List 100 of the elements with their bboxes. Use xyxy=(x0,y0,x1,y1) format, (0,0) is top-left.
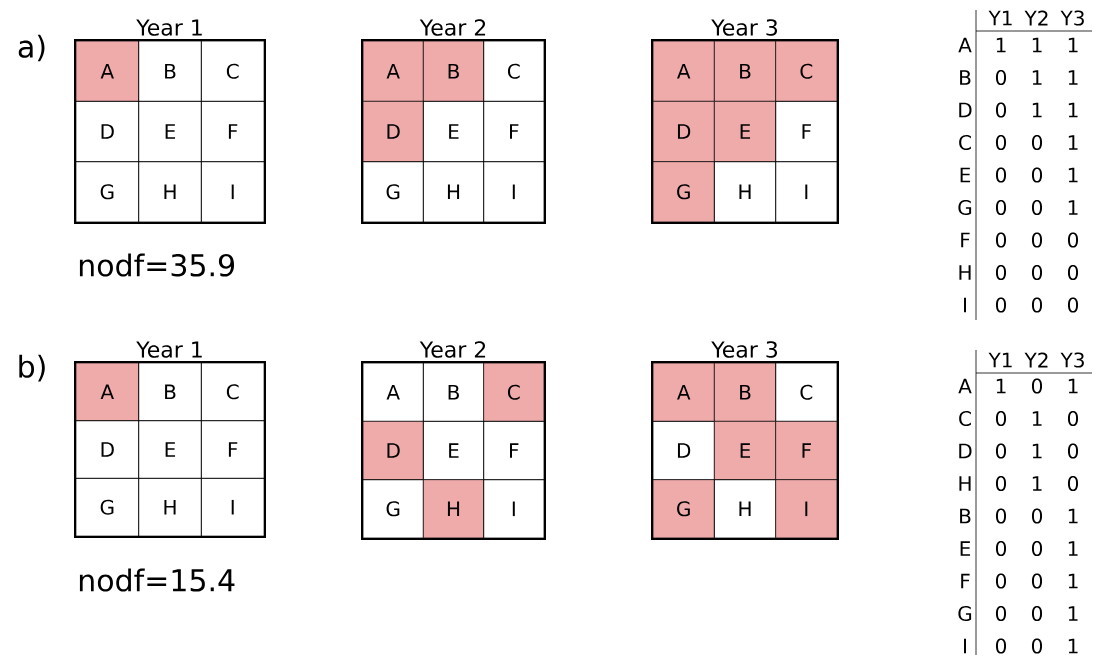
row-header: E xyxy=(960,541,971,556)
row-header: G xyxy=(958,199,972,216)
table-value: 0 xyxy=(995,167,1007,183)
table-value: 1 xyxy=(1068,135,1078,150)
table-value: 0 xyxy=(995,232,1007,248)
table-value: 1 xyxy=(1032,37,1042,53)
grid-cell: I xyxy=(483,161,545,223)
nestedness-score: nodf=15.4 xyxy=(79,568,235,592)
table-value: 0 xyxy=(1031,508,1043,524)
table-value: 0 xyxy=(995,102,1007,118)
table-value: 1 xyxy=(1068,638,1078,654)
grid-cell: F xyxy=(775,421,838,480)
row-header: G xyxy=(958,605,972,622)
column-header: Y3 xyxy=(1060,352,1084,368)
table-value: 0 xyxy=(1031,638,1043,654)
grid-title: Year 3 xyxy=(711,19,778,36)
table-value: 1 xyxy=(1032,102,1042,118)
table-value: 1 xyxy=(1068,37,1078,53)
grid-box xyxy=(74,39,266,224)
grid-cell: H xyxy=(138,478,202,537)
grid-title: Year 3 xyxy=(711,341,778,358)
table-value: 0 xyxy=(995,638,1007,654)
grid-cell: E xyxy=(138,101,202,162)
column-header: Y3 xyxy=(1060,10,1084,26)
table-value: 0 xyxy=(1031,378,1043,394)
table-value: 0 xyxy=(995,410,1007,427)
table-value: 1 xyxy=(1068,573,1078,589)
grid-box xyxy=(651,39,839,224)
table-value: 1 xyxy=(1068,508,1078,524)
table-value: 0 xyxy=(1067,443,1079,459)
table-value: 1 xyxy=(1068,167,1078,183)
table-value: 0 xyxy=(1067,475,1079,492)
row-header: H xyxy=(959,476,971,491)
panel-label: a) xyxy=(18,34,45,62)
table-value: 1 xyxy=(996,37,1006,53)
grid-cell: H xyxy=(423,161,484,223)
table-value: 0 xyxy=(1031,297,1043,313)
table-value: 0 xyxy=(995,443,1007,459)
table-value: 1 xyxy=(1032,443,1042,459)
table-value: 1 xyxy=(1032,476,1042,491)
table-value: 0 xyxy=(1031,573,1043,589)
grid-cell: I xyxy=(201,478,265,537)
table-value: 1 xyxy=(1068,102,1078,118)
row-header: B xyxy=(960,508,971,524)
column-header: Y2 xyxy=(1024,352,1048,368)
grid-cell: G xyxy=(652,161,715,223)
grid-cell: D xyxy=(75,420,139,479)
grid-cell: E xyxy=(714,421,776,480)
grid-cell: D xyxy=(652,101,715,162)
grid-cell: A xyxy=(362,40,424,102)
table-value: 0 xyxy=(1067,410,1079,427)
table-value: 0 xyxy=(995,297,1007,313)
grid-cell: D xyxy=(362,101,424,162)
grid-cell: C xyxy=(201,362,265,421)
grid-cell: I xyxy=(775,479,838,539)
row-header: A xyxy=(958,378,972,394)
grid-title: Year 1 xyxy=(136,341,202,358)
row-header: D xyxy=(959,443,972,459)
grid-title: Year 1 xyxy=(136,19,202,36)
grid-cell: A xyxy=(652,40,715,102)
table-value: 0 xyxy=(1067,264,1079,281)
table-value: 0 xyxy=(995,69,1007,86)
grid-cell: H xyxy=(714,161,776,223)
grid-cell: A xyxy=(75,362,139,421)
grid-cell: B xyxy=(138,40,202,102)
row-header: C xyxy=(959,134,971,151)
grid-cell: H xyxy=(138,161,202,223)
table-value: 1 xyxy=(1068,378,1078,394)
row-header: B xyxy=(960,70,971,85)
grid-cell: H xyxy=(423,479,484,539)
grid-cell: G xyxy=(652,479,715,539)
grid-cell: G xyxy=(75,161,139,223)
table-value: 0 xyxy=(1031,232,1043,248)
grid-cell: C xyxy=(775,40,838,102)
table-value: 0 xyxy=(1031,167,1043,183)
table-value: 0 xyxy=(995,540,1007,557)
row-header: C xyxy=(959,410,971,427)
table-value: 0 xyxy=(995,573,1007,589)
row-header: I xyxy=(964,638,966,654)
table-value: 0 xyxy=(1031,605,1043,622)
grid-box xyxy=(361,39,546,224)
grid-cell: A xyxy=(75,40,139,102)
grid-cell: E xyxy=(714,101,776,162)
table-value: 1 xyxy=(1032,70,1042,85)
row-header: A xyxy=(958,37,972,53)
table-value: 0 xyxy=(1031,199,1043,216)
table-value: 1 xyxy=(1032,411,1042,426)
grid-cell: C xyxy=(483,362,545,422)
grid-cell: A xyxy=(652,362,715,422)
grid-cell: C xyxy=(201,40,265,102)
table-value: 0 xyxy=(995,134,1007,151)
grid-cell: F xyxy=(775,101,838,162)
grid-cell: I xyxy=(201,161,265,223)
grid-cell: C xyxy=(483,40,545,102)
grid-cell: I xyxy=(775,161,838,223)
grid-cell: F xyxy=(201,101,265,162)
row-header: E xyxy=(960,167,971,183)
table-value: 0 xyxy=(1067,297,1079,313)
grid-title: Year 2 xyxy=(419,341,486,358)
row-header: D xyxy=(959,102,972,118)
